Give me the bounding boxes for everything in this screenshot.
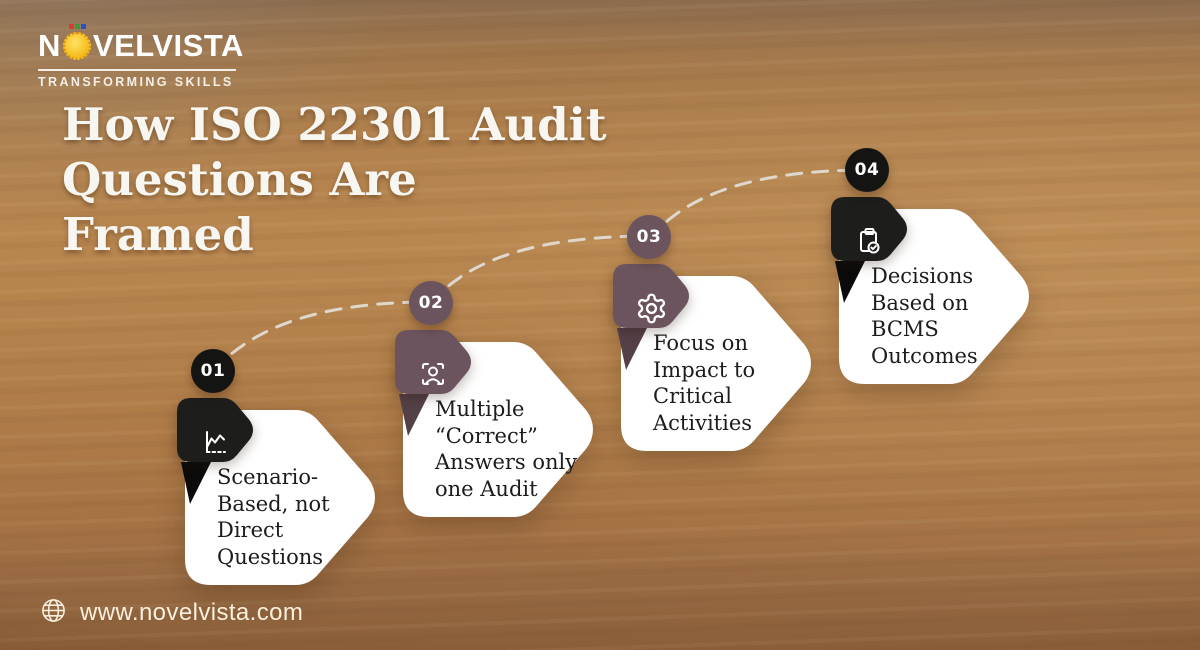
step-03: Focus on Impact to Critical Activities 0… <box>613 215 821 462</box>
title-line-3: Framed <box>62 208 254 261</box>
brand-tagline: TRANSFORMING SKILLS <box>38 75 234 89</box>
sun-logo-icon <box>62 24 91 60</box>
title-line-2: Questions Are <box>62 153 417 206</box>
step-number-badge: 01 <box>191 349 235 393</box>
step-label: Scenario-Based, not Direct Questions <box>217 465 330 569</box>
website-url: www.novelvista.com <box>80 598 304 626</box>
step-label: Focus on Impact to Critical Activities <box>653 331 756 435</box>
gear-icon <box>634 291 668 325</box>
page-title: How ISO 22301 Audit Questions Are Framed <box>62 97 607 262</box>
logo-divider <box>38 69 236 71</box>
footer: www.novelvista.com <box>40 597 303 628</box>
step-01: Scenario-Based, not Direct Questions 01 <box>177 349 385 596</box>
step-label: Multiple “Correct” Answers only one Audi… <box>435 397 578 501</box>
icon-badge <box>613 264 689 328</box>
brand-name-prefix: N <box>38 28 61 63</box>
step-02: Multiple “Correct” Answers only one Audi… <box>395 281 603 528</box>
logo-pixels-icon <box>68 24 86 29</box>
clipboard-check-icon <box>852 224 886 258</box>
step-number-badge: 03 <box>627 215 671 259</box>
step-label: Decisions Based on BCMS Outcomes <box>871 264 978 368</box>
brand-logo: N VELVISTA TRANSFORMING SKILLS <box>38 24 244 89</box>
step-04: Decisions Based on BCMS Outcomes 04 <box>831 148 1039 395</box>
globe-icon <box>40 597 67 628</box>
icon-badge <box>177 398 253 462</box>
line-chart-icon <box>198 425 232 459</box>
brand-name: N VELVISTA <box>38 24 244 64</box>
icon-badge <box>395 330 471 394</box>
title-line-1: How ISO 22301 Audit <box>62 98 607 151</box>
brand-name-suffix: VELVISTA <box>92 28 244 63</box>
step-number-badge: 02 <box>409 281 453 325</box>
user-focus-icon <box>416 357 450 391</box>
step-number-badge: 04 <box>845 148 889 192</box>
